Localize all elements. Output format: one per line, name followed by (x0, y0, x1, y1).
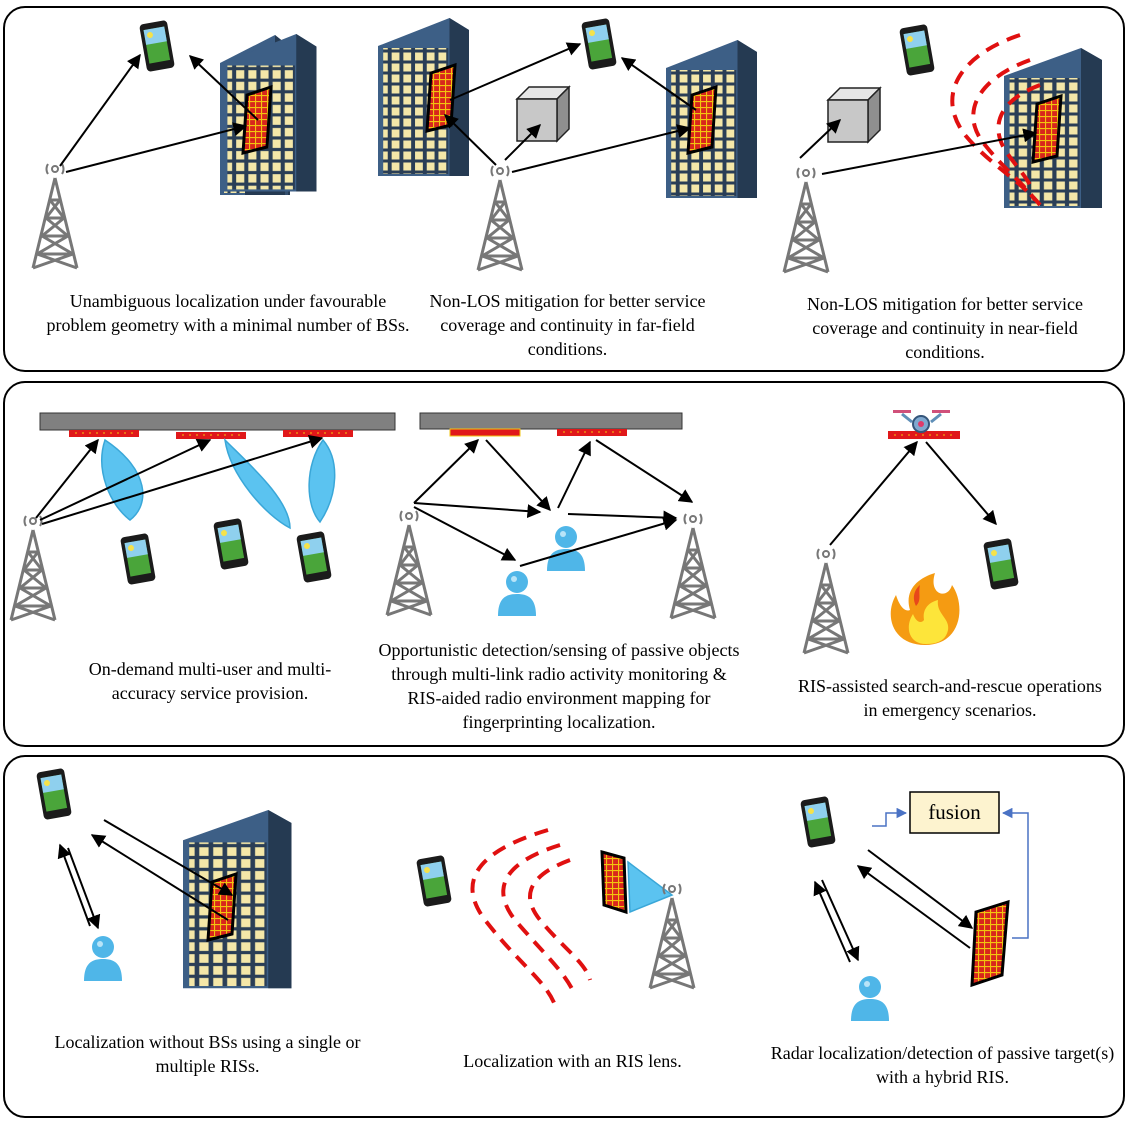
near-field-wavefront (950, 33, 1042, 207)
ris-panel-icon (686, 85, 718, 155)
wavefront-icon (470, 828, 592, 1006)
caption-middle-1: On-demand multi-user and multi-accuracy … (88, 659, 332, 703)
phone-icon (213, 517, 249, 571)
phone-icon (581, 17, 617, 71)
phone-icon (416, 854, 452, 908)
caption-middle-3: RIS-assisted search-and-rescue operation… (798, 676, 1102, 720)
tower-icon (9, 514, 57, 622)
ris-panel-icon (1031, 94, 1063, 164)
fusion-label: fusion (928, 800, 981, 824)
fire-icon (890, 573, 960, 645)
phone-icon (899, 23, 935, 77)
caption-top-1: Unambiguous localization under favourabl… (46, 291, 410, 335)
phone-icon (800, 795, 836, 849)
caption-bottom-1: Localization without BSs using a single … (54, 1032, 361, 1076)
tower-icon (782, 166, 830, 274)
ris-panel-icon (970, 899, 1010, 988)
ris-strip-icon (68, 429, 140, 438)
tower-icon (802, 547, 850, 655)
person-icon (498, 571, 536, 616)
person-icon (851, 976, 889, 1021)
caption-top-2: Non-LOS mitigation for better service co… (429, 291, 706, 359)
tower-icon (476, 164, 524, 272)
phone-icon (120, 532, 156, 586)
phone-icon (296, 530, 332, 584)
lens-icon (600, 850, 674, 915)
box-obstacle-icon (516, 86, 570, 142)
caption-top-3: Non-LOS mitigation for better service co… (807, 294, 1083, 362)
phone-icon (36, 767, 72, 821)
ris-strip-icon (556, 428, 628, 437)
phone-icon (139, 19, 175, 73)
caption-bottom-3: Radar localization/detection of passive … (770, 1043, 1115, 1087)
box-obstacle-icon (827, 87, 881, 143)
tower-icon (669, 512, 717, 620)
drone-icon (888, 410, 960, 439)
fusion-box (909, 791, 1000, 834)
ris-strip-icon (175, 431, 247, 440)
caption-bottom-2: Localization with an RIS lens. (463, 1051, 682, 1071)
tower-icon (31, 162, 79, 270)
phone-icon (983, 537, 1019, 591)
ris-strip-icon (282, 429, 354, 438)
caption-middle-2: Opportunistic detection/sensing of passi… (378, 640, 740, 732)
person-icon (84, 936, 122, 981)
tower-icon (385, 509, 433, 617)
beam-icon (101, 437, 336, 530)
